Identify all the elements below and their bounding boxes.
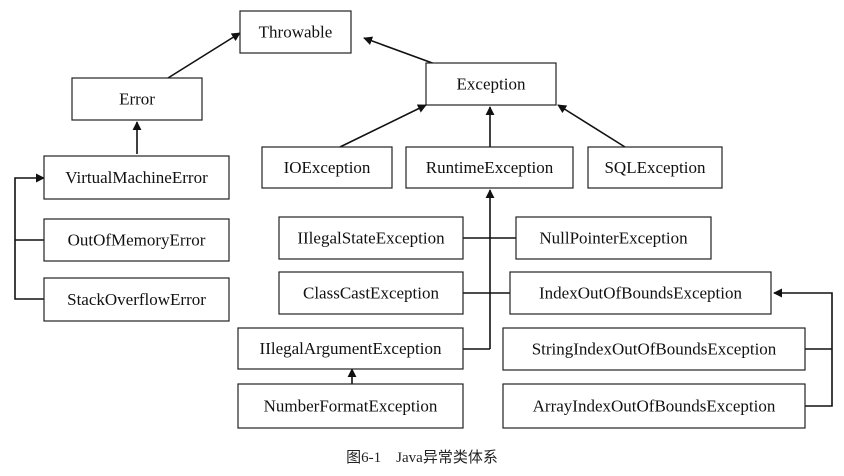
node-number-format-exception-label: NumberFormatException xyxy=(264,397,438,416)
node-virtual-machine-error: VirtualMachineError xyxy=(43,155,230,200)
edge-sql-exception xyxy=(557,104,626,148)
figure-caption: 图6-1 Java异常类体系 xyxy=(346,450,498,466)
node-string-index-out-of-bounds-exception-label: StringIndexOutOfBoundsException xyxy=(532,340,777,359)
node-io-exception-label: IOException xyxy=(284,158,371,177)
node-null-pointer-exception: NullPointerException xyxy=(515,216,712,260)
node-error: Error xyxy=(71,77,203,121)
node-class-cast-exception-label: ClassCastException xyxy=(303,284,439,303)
node-number-format-exception: NumberFormatException xyxy=(237,383,464,429)
node-illegal-state-exception: IIlegalStateException xyxy=(278,216,464,260)
node-illegal-state-exception-label: IIlegalStateException xyxy=(297,229,445,248)
node-string-index-out-of-bounds-exception: StringIndexOutOfBoundsException xyxy=(502,327,806,371)
node-illegal-argument-exception: IIlegalArgumentException xyxy=(237,327,464,370)
node-null-pointer-exception-label: NullPointerException xyxy=(539,229,688,248)
node-index-out-of-bounds-exception: IndexOutOfBoundsException xyxy=(509,271,772,315)
node-exception-label: Exception xyxy=(457,75,526,94)
node-out-of-memory-error: OutOfMemoryError xyxy=(43,218,230,262)
edge-io-exception xyxy=(339,104,427,148)
node-runtime-exception-label: RuntimeException xyxy=(426,158,554,177)
exception-hierarchy-diagram: Throwable Error Exception VirtualMachine… xyxy=(14,10,833,429)
node-array-index-out-of-bounds-exception-label: ArrayIndexOutOfBoundsException xyxy=(533,397,776,416)
node-sql-exception: SQLException xyxy=(587,146,723,189)
node-stack-overflow-error: StackOverflowError xyxy=(43,277,230,322)
node-runtime-exception: RuntimeException xyxy=(405,146,574,189)
edge-error-throwable xyxy=(167,32,241,79)
node-sql-exception-label: SQLException xyxy=(604,158,706,177)
node-throwable: Throwable xyxy=(239,10,352,54)
node-class-cast-exception: ClassCastException xyxy=(278,271,464,315)
node-virtual-machine-error-label: VirtualMachineError xyxy=(65,168,208,187)
node-array-index-out-of-bounds-exception: ArrayIndexOutOfBoundsException xyxy=(502,383,806,429)
node-index-out-of-bounds-exception-label: IndexOutOfBoundsException xyxy=(539,284,743,303)
node-error-label: Error xyxy=(119,90,155,109)
node-out-of-memory-error-label: OutOfMemoryError xyxy=(68,231,206,250)
connectors xyxy=(14,32,833,407)
node-io-exception: IOException xyxy=(261,146,393,189)
node-throwable-label: Throwable xyxy=(259,23,333,42)
node-stack-overflow-error-label: StackOverflowError xyxy=(67,290,206,309)
node-exception: Exception xyxy=(425,62,557,106)
edge-oom-sof-vme xyxy=(14,173,45,300)
node-illegal-argument-exception-label: IIlegalArgumentException xyxy=(260,339,442,358)
